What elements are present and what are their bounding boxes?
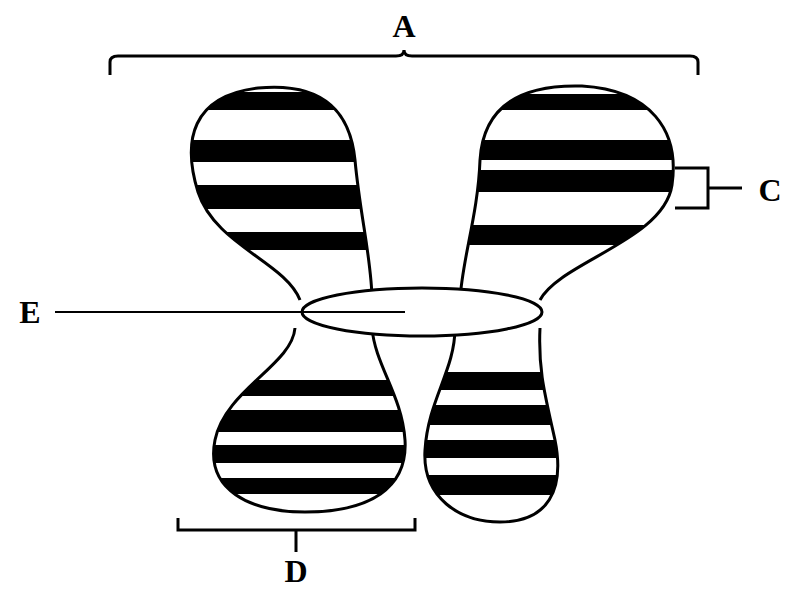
part-label: E xyxy=(19,296,40,328)
part-label: A xyxy=(392,10,415,42)
part-label: D xyxy=(284,555,307,587)
part-label: C xyxy=(758,174,781,206)
